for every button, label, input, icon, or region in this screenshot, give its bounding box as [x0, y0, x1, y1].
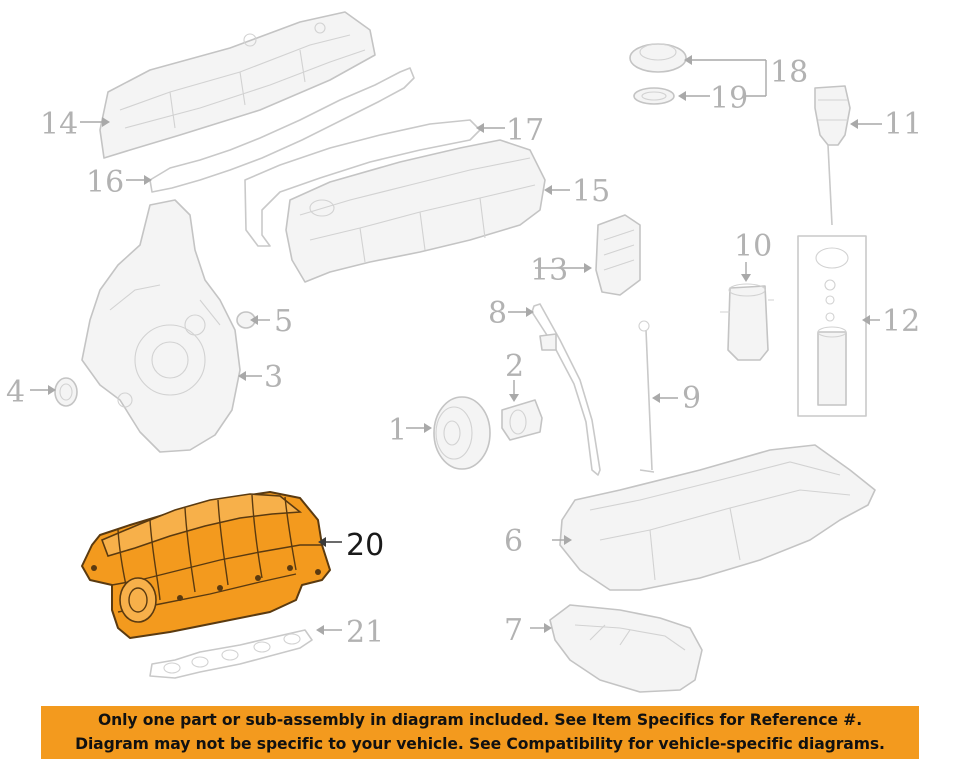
- callout-labels: 1 2 3 4 5 6 7 8 9 10 11 12 13 14 15 16 1…: [6, 55, 922, 650]
- callout-3: 3: [264, 360, 283, 395]
- part-17-gasket: [244, 119, 481, 247]
- part-15-cylinder-head: [285, 139, 546, 283]
- part-11-filler-pipe: [814, 85, 851, 226]
- part-12-filter-kit: [797, 235, 867, 417]
- part-13-filter-housing: [595, 214, 641, 296]
- part-7-lower-pan: [549, 604, 703, 693]
- part-1-pulley: [433, 396, 491, 470]
- part-10-filter: [720, 283, 774, 361]
- callout-12: 12: [882, 304, 920, 339]
- part-14-engine-cover: [99, 11, 376, 159]
- banner-line-1: Only one part or sub-assembly in diagram…: [97, 711, 863, 729]
- leader-lines: [30, 55, 882, 635]
- part-19-seal-ring: [633, 87, 675, 105]
- callout-9: 9: [682, 381, 701, 416]
- callout-18: 18: [770, 55, 808, 90]
- callout-21: 21: [346, 615, 384, 650]
- part-6-oil-pan: [559, 444, 876, 591]
- part-21-gasket: [149, 629, 313, 679]
- part-18-cap: [629, 43, 687, 73]
- callout-8: 8: [488, 296, 507, 331]
- part-8-bracket: [539, 333, 557, 351]
- callout-17: 17: [506, 113, 544, 148]
- banner-line-2: Diagram may not be specific to your vehi…: [75, 735, 885, 753]
- part-20-intake-manifold: [81, 491, 331, 639]
- callout-7: 7: [504, 613, 523, 648]
- part-4-seal: [54, 377, 78, 407]
- part-21-gasket-ports: [163, 633, 301, 674]
- callout-14: 14: [40, 107, 78, 142]
- callout-16: 16: [86, 165, 124, 200]
- callout-1: 1: [388, 413, 407, 448]
- part-9-dipstick: [638, 320, 655, 473]
- part-16-gasket: [149, 67, 415, 193]
- part-2-sleeve: [501, 399, 543, 441]
- notice-banner: Only one part or sub-assembly in diagram…: [41, 706, 919, 759]
- callout-13: 13: [530, 253, 568, 288]
- part-3-timing-cover: [81, 199, 241, 453]
- callout-11: 11: [884, 107, 922, 142]
- callout-20: 20: [346, 528, 384, 563]
- callout-2: 2: [505, 349, 524, 384]
- callout-5: 5: [274, 304, 293, 339]
- part-8-dipstick-tube: [531, 303, 601, 476]
- callout-15: 15: [572, 174, 610, 209]
- callout-6: 6: [504, 524, 523, 559]
- callout-4: 4: [6, 375, 25, 410]
- callout-19: 19: [710, 81, 748, 116]
- callout-10: 10: [734, 229, 772, 264]
